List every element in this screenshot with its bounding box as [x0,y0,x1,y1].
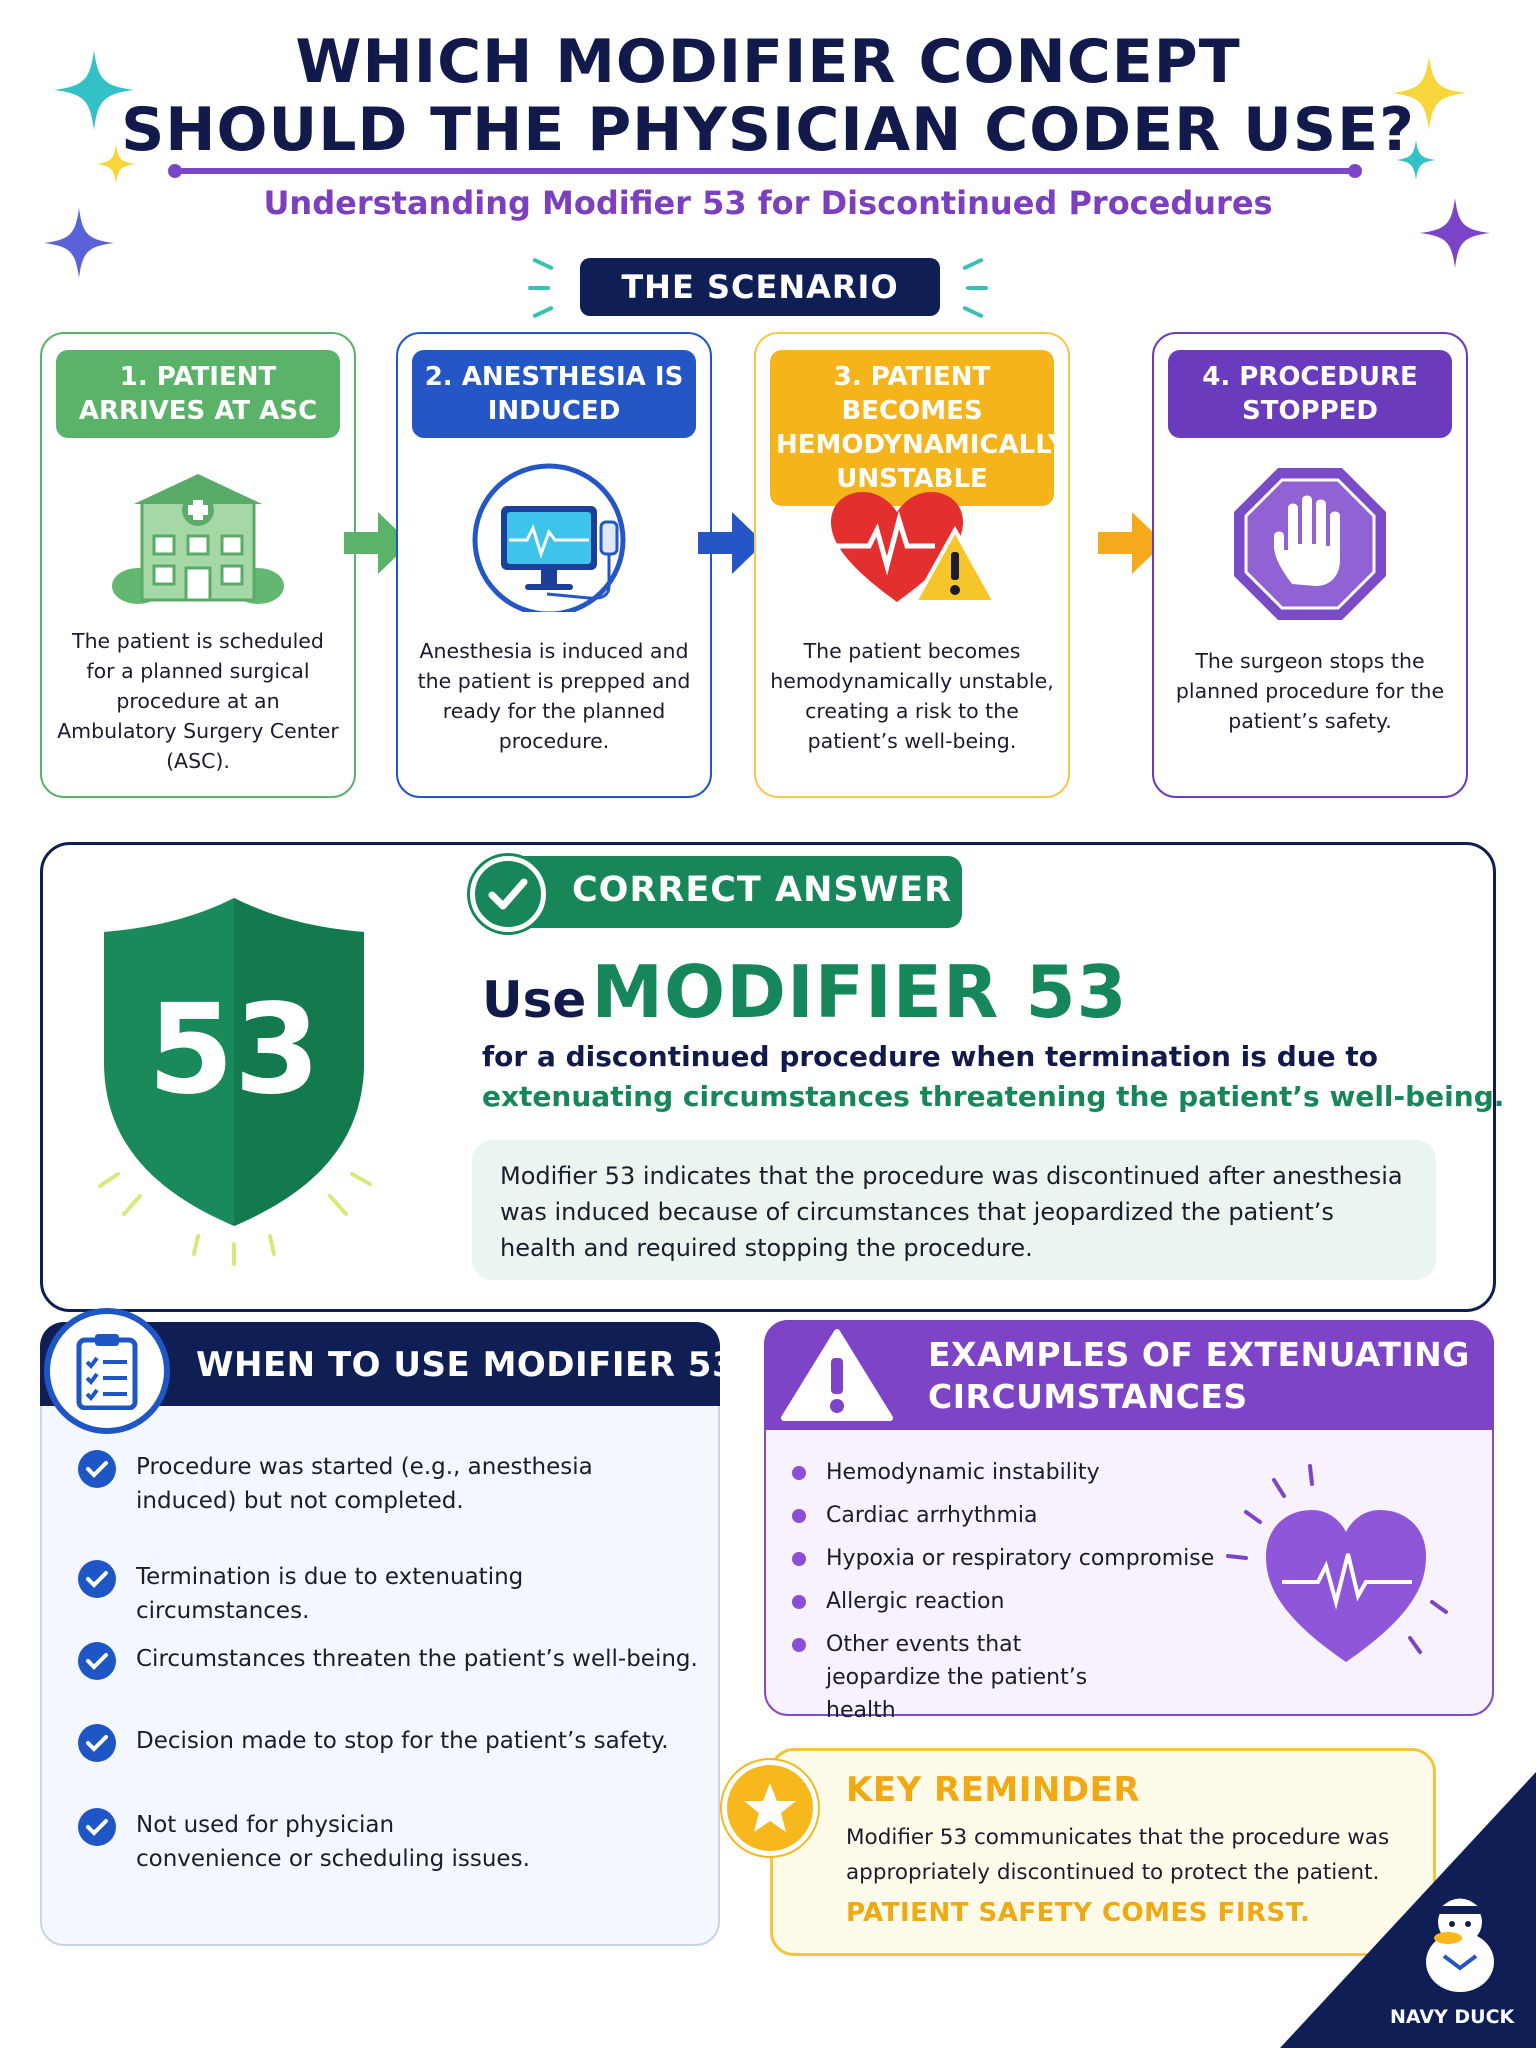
list-item: Cardiac arrhythmia [792,1499,1038,1532]
warning-icon [781,1329,893,1421]
title-line-2: SHOULD THE PHYSICIAN CODER USE? [121,95,1415,165]
star-icon-circle [722,1760,818,1856]
list-item: Allergic reaction [792,1585,1004,1618]
sparkle-icon [44,208,114,278]
key-reminder-panel [770,1748,1436,1956]
use-word: Use [482,971,587,1029]
decor-dash [528,286,550,290]
list-item-text: Termination is due to extenuating circum… [136,1564,524,1624]
scenario-card-2: 2. ANESTHESIA IS INDUCED Anesthesia is i… [396,332,712,798]
bullet-dot [792,1552,806,1566]
list-item-text: Not used for physician convenience or sc… [136,1812,530,1872]
heart-icon [1226,1464,1448,1662]
title-divider [168,164,1362,178]
decor-dash [966,286,988,290]
scenario-label: THE SCENARIO [580,258,940,316]
duck-logo-icon [1426,1895,1494,1992]
shield-number: 53 [147,978,321,1122]
examples-title: EXAMPLES OF EXTENUATING CIRCUMSTANCES [928,1334,1470,1418]
card-text: The surgeon stops the planned procedure … [1175,649,1445,733]
when-to-use-title: WHEN TO USE MODIFIER 53 [196,1345,737,1385]
card-title: 4. PROCEDURE STOPPED [1168,350,1452,438]
card-text: The patient is scheduled for a planned s… [57,629,339,773]
scenario-card-4: 4. PROCEDURE STOPPED The surgeon stops t… [1152,332,1468,798]
decor-dash [962,305,984,319]
list-item-text: Other events that jeopardize the patient… [826,1632,1088,1723]
clipboard-icon [76,1334,138,1410]
list-item: Circumstances threaten the patient’s wel… [78,1642,698,1680]
list-item: Hypoxia or respiratory compromise [792,1542,1214,1575]
list-item: Termination is due to extenuating circum… [78,1560,698,1628]
when-to-use-panel [40,1330,720,1946]
star-icon [744,1783,796,1832]
key-reminder-text: Modifier 53 communicates that the proced… [846,1825,1390,1885]
sparkle-icon [96,144,136,184]
check-icon [488,878,528,910]
card-title: 1. PATIENT ARRIVES AT ASC [56,350,340,438]
key-reminder-emphasis: PATIENT SAFETY COMES FIRST. [846,1898,1311,1928]
answer-headline: Use MODIFIER 53 [482,950,1128,1034]
bullet-dot [792,1466,806,1480]
clipboard-icon-circle [44,1308,170,1434]
list-item-text: Hypoxia or respiratory compromise [826,1546,1215,1571]
list-item: Procedure was started (e.g., anesthesia … [78,1450,698,1518]
hospital-icon [112,474,284,604]
list-item-text: Cardiac arrhythmia [826,1503,1038,1528]
scenario-card-3: 3. PATIENT BECOMES HEMODYNAMICALLY UNSTA… [754,332,1070,798]
card-title: 3. PATIENT BECOMES HEMODYNAMICALLY UNSTA… [770,350,1067,506]
sparkle-icon [1396,140,1436,180]
card-text: Anesthesia is induced and the patient is… [417,639,691,753]
arrow-right-icon [344,512,410,574]
examples-title-line-1: EXAMPLES OF EXTENUATING [928,1335,1470,1374]
list-item-text: Decision made to stop for the patient’s … [136,1728,669,1754]
check-circle-icon [78,1450,116,1488]
decor-dash [962,257,984,271]
list-item-text: Hemodynamic instability [826,1460,1100,1485]
arrow-right-icon [1098,512,1164,574]
bullet-dot [792,1595,806,1609]
decor-dash [532,257,554,271]
list-item: Decision made to stop for the patient’s … [78,1724,698,1762]
check-circle-icon [78,1808,116,1846]
correct-answer-badge [470,856,962,928]
list-item-text: Allergic reaction [826,1589,1005,1614]
card-text: The patient becomes hemodynamically unst… [770,639,1054,753]
sparkle-icon [54,50,134,130]
decor-dash [532,305,554,319]
list-item: Other events that jeopardize the patient… [792,1628,1112,1727]
stop-hand-icon [1234,468,1386,620]
list-item: Not used for physician convenience or sc… [78,1808,538,1876]
examples-title-line-2: CIRCUMSTANCES [928,1377,1248,1416]
list-item-text: Procedure was started (e.g., anesthesia … [136,1454,593,1514]
list-item-text: Circumstances threaten the patient’s wel… [136,1646,698,1672]
sparkle-icon [1420,198,1490,268]
sparkle-icon [1392,56,1466,130]
heart-warning-icon [831,492,997,604]
bullet-dot [792,1509,806,1523]
brand-name: NAVY DUCK [1390,2006,1515,2028]
check-circle-icon [78,1642,116,1680]
scenario-card-1: 1. PATIENT ARRIVES AT ASC The patient is… [40,332,356,798]
answer-explanation: Modifier 53 indicates that the procedure… [472,1140,1436,1280]
check-circle-icon [78,1724,116,1762]
arrow-right-icon [698,512,764,574]
list-item: Hemodynamic instability [792,1456,1100,1489]
bullet-dot [792,1638,806,1652]
key-reminder-title: KEY REMINDER [846,1770,1141,1810]
monitor-icon [472,463,626,612]
correct-answer-label: CORRECT ANSWER [572,870,953,910]
card-title: 2. ANESTHESIA IS INDUCED [412,350,696,438]
shield-icon [98,898,372,1266]
correct-check-circle [470,856,546,932]
answer-line-2: extenuating circumstances threatening th… [482,1080,1505,1113]
check-circle-icon [78,1560,116,1598]
title-line-1: WHICH MODIFIER CONCEPT [295,27,1241,97]
page-subtitle: Understanding Modifier 53 for Discontinu… [263,184,1273,222]
page-title: WHICH MODIFIER CONCEPT SHOULD THE PHYSIC… [0,28,1536,164]
answer-line-1: for a discontinued procedure when termin… [482,1040,1379,1073]
modifier-word: MODIFIER 53 [591,950,1128,1034]
brand-corner [1280,1772,1536,2048]
